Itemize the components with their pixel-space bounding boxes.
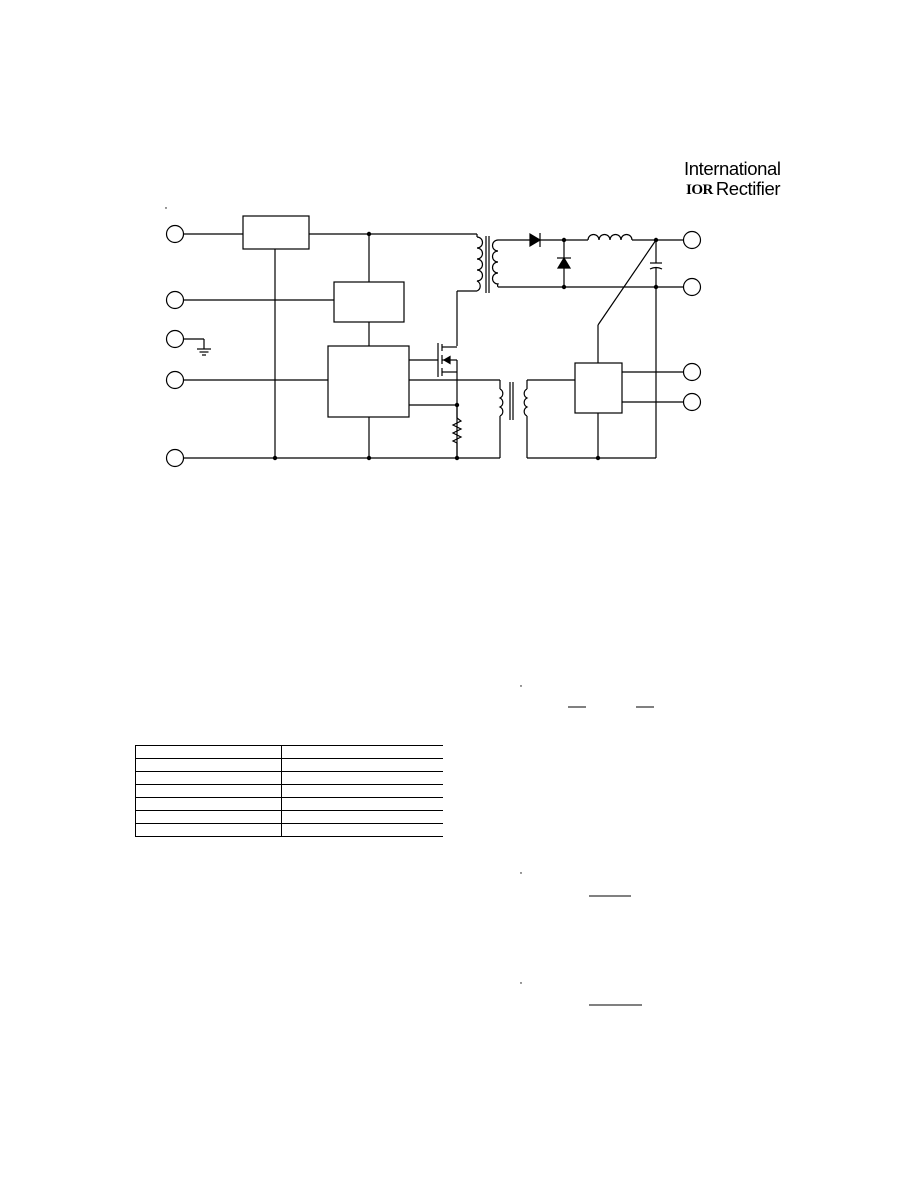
table-row xyxy=(135,810,443,824)
terminal-right-1 xyxy=(682,230,702,250)
equation-fraction-bars xyxy=(568,706,654,1006)
sense-resistor-icon xyxy=(451,405,463,458)
output-inductor-icon xyxy=(587,233,683,241)
terminal-right-4 xyxy=(682,392,702,412)
output-capacitor-icon xyxy=(649,240,663,287)
bias-supply-block xyxy=(333,281,405,323)
mosfet-icon xyxy=(437,343,458,377)
terminal-left-4 xyxy=(165,370,185,390)
terminal-right-3 xyxy=(682,362,702,382)
main-transformer-primary-icon xyxy=(476,236,490,293)
main-transformer-secondary-icon xyxy=(491,239,683,288)
feedback-block xyxy=(574,362,623,414)
logo-rectifier-text: Rectifier xyxy=(715,178,781,199)
terminal-right-2 xyxy=(682,277,702,297)
terminal-left-2 xyxy=(165,290,185,310)
table-row xyxy=(135,797,443,811)
pwm-controller-block xyxy=(327,345,410,418)
stray-marks xyxy=(165,207,522,984)
table-row xyxy=(135,758,443,772)
rectifier-diode-icon xyxy=(529,232,588,248)
table-row xyxy=(135,745,443,759)
ior-logo-mark: IOR xyxy=(686,182,713,198)
logo-line-international: International xyxy=(684,158,781,179)
secondary-wiring xyxy=(526,239,683,459)
terminal-left-3 xyxy=(165,329,185,349)
terminal-left-1 xyxy=(165,224,185,244)
table-row xyxy=(135,823,443,837)
table-row xyxy=(135,784,443,798)
input-filter-block xyxy=(242,215,310,250)
specification-table xyxy=(135,745,443,837)
table-row xyxy=(135,771,443,785)
gate-drive-transformer-icon xyxy=(498,382,529,420)
terminal-left-5 xyxy=(165,448,185,468)
ground-icon xyxy=(184,338,211,356)
freewheel-diode-icon xyxy=(556,240,572,287)
